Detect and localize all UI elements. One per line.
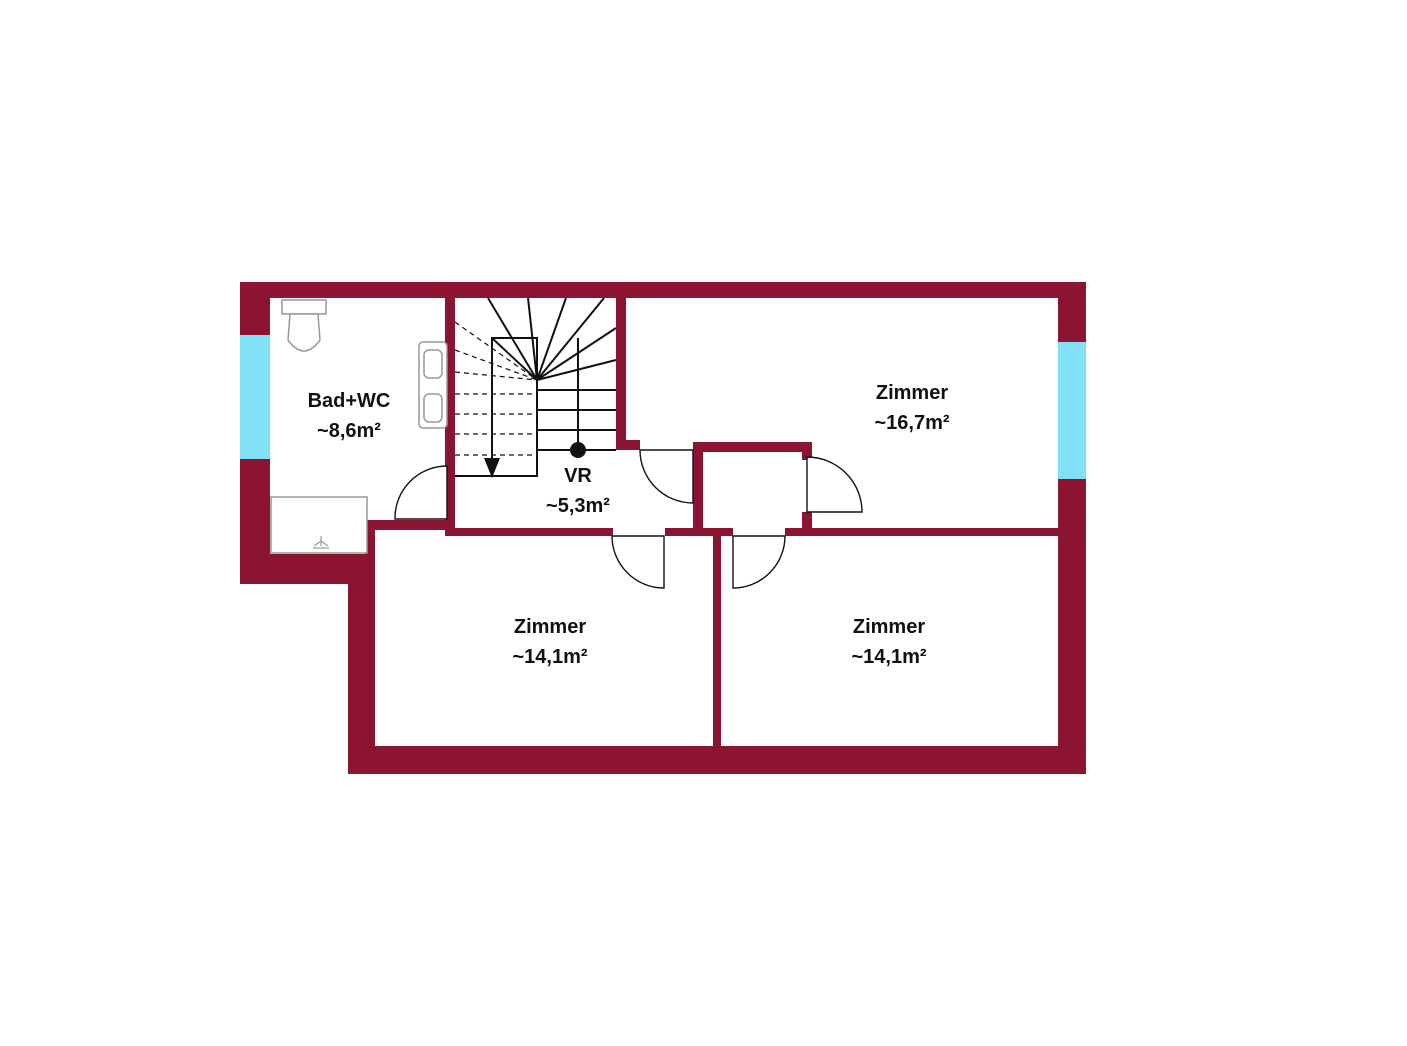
toilet-icon [281,299,327,352]
wall-stair-right [616,298,626,448]
wall-ne-bottom [808,528,1058,536]
room-area: ~14,1m² [512,646,587,668]
wall-bath-hall [365,520,445,530]
wall-bottom [348,746,1086,774]
wall-hall-ne-left [693,442,703,532]
interior-walls [365,298,1058,750]
room-name: Zimmer [514,616,586,638]
arrow-down-icon [484,458,500,478]
wall-top [240,282,1086,298]
room-name: Zimmer [853,616,925,638]
room-zimmer-sw: Zimmer ~14,1m² [512,616,587,668]
wall-hall-ne [693,442,808,452]
wall-ne-door-bottom [802,512,812,532]
room-zimmer-se: Zimmer ~14,1m² [851,616,926,668]
wall-hall-bottom-mid [665,528,733,536]
wall-ne-door-top [802,442,812,460]
double-washbasin-icon [418,341,448,429]
door-bath [394,465,448,520]
room-bad-wc: Bad+WC ~8,6m² [308,390,391,442]
room-name: Zimmer [876,382,948,404]
door-stair-room [639,449,694,504]
wall-bath-corner [365,520,375,560]
shower-tray-icon [270,496,368,554]
room-zimmer-ne: Zimmer ~16,7m² [874,382,949,434]
door-swing-icon [394,449,863,589]
room-name: VR [564,465,592,487]
wall-hall-bottom-left [445,528,613,536]
window-icon [240,335,270,459]
staircase-icon [454,297,617,478]
wall-between-rooms [713,530,721,750]
wall-stair-stub [616,440,640,450]
door-zimmer-sw [611,535,665,589]
stair-start-dot [570,442,586,458]
door-zimmer-se [732,535,786,589]
room-area: ~8,6m² [317,420,381,442]
room-area: ~5,3m² [546,495,610,517]
room-vr: VR ~5,3m² [546,465,610,517]
wall-bath-stair [445,298,455,530]
wall-lower-left [348,554,375,774]
room-area: ~14,1m² [851,646,926,668]
door-zimmer-ne [806,456,863,513]
room-name: Bad+WC [308,390,391,412]
room-area: ~16,7m² [874,412,949,434]
window-icon [1058,342,1086,479]
wall-hall-bottom-right [785,528,810,536]
